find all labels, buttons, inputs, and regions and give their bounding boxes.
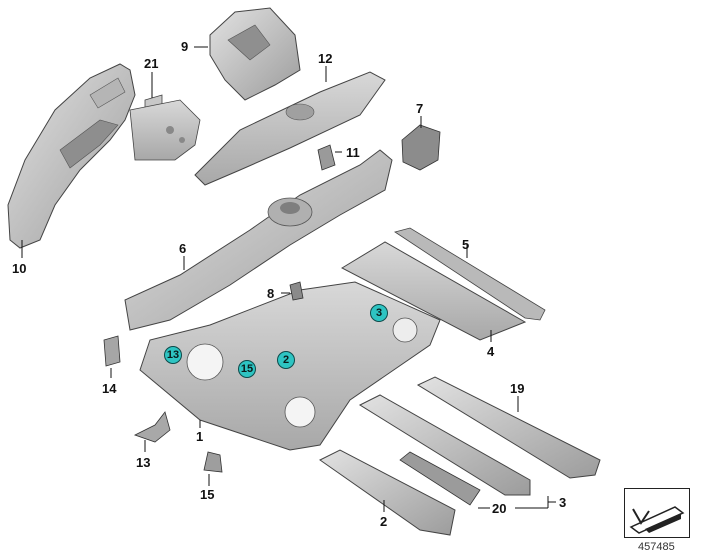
part-15-bracket xyxy=(203,451,223,473)
callout-15: 15 xyxy=(238,360,256,378)
label-part-12: 12 xyxy=(318,51,333,66)
part-3-rail-front xyxy=(358,394,531,496)
part-20-channel xyxy=(399,451,481,506)
label-part-13: 13 xyxy=(136,455,151,470)
part-8-clip xyxy=(289,281,304,301)
label-part-1: 1 xyxy=(196,429,204,444)
label-part-11: 11 xyxy=(346,145,360,160)
label-part-14: 14 xyxy=(102,381,117,396)
leader-lines xyxy=(21,46,556,512)
part-14-plate xyxy=(103,335,121,367)
label-part-6: 6 xyxy=(179,241,187,256)
part-13-bracket xyxy=(133,411,171,443)
callout-13: 13 xyxy=(164,346,182,364)
document-number: 457485 xyxy=(638,541,675,553)
callout-3: 3 xyxy=(370,304,388,322)
label-part-5: 5 xyxy=(462,237,470,252)
callout-2: 2 xyxy=(277,351,295,369)
part-12-crossmember xyxy=(194,71,386,186)
part-6-rail xyxy=(124,149,393,331)
part-5-panel xyxy=(394,227,546,321)
label-part-20: 20 xyxy=(492,501,507,516)
label-part-9: 9 xyxy=(181,39,189,54)
label-part-21: 21 xyxy=(144,56,159,71)
label-part-3: 3 xyxy=(559,495,567,510)
part-4-floor-panel xyxy=(340,241,527,341)
label-part-8: 8 xyxy=(267,286,275,301)
part-19-rail xyxy=(416,376,601,479)
label-part-19: 19 xyxy=(510,381,525,396)
part-7-bracket xyxy=(401,124,441,171)
part-2-rail xyxy=(319,449,456,536)
label-part-4: 4 xyxy=(487,344,495,359)
bookmark-arrow-icon xyxy=(624,488,690,538)
label-part-2: 2 xyxy=(380,514,388,529)
label-part-15: 15 xyxy=(200,487,215,502)
label-part-10: 10 xyxy=(12,261,27,276)
part-11-bracket xyxy=(317,144,336,171)
label-part-7: 7 xyxy=(416,101,424,116)
